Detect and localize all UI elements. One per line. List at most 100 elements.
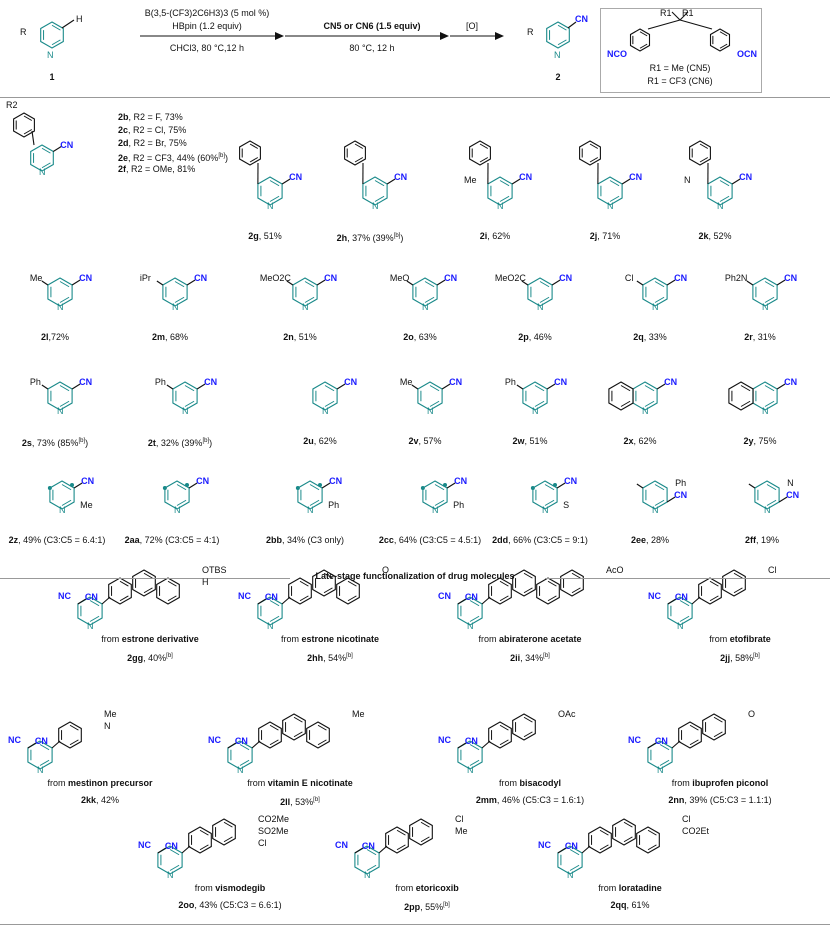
- furan-ring: [579, 140, 601, 166]
- yield-text: , 54%: [323, 653, 347, 663]
- pyridine-n: N: [532, 406, 539, 416]
- drug-cn-label: NC: [58, 591, 71, 601]
- substituent-label: iPr: [139, 273, 151, 283]
- product-label: 2: [555, 72, 561, 82]
- compound-id: 2ll: [280, 797, 291, 807]
- double-bond: [499, 595, 509, 602]
- from-text: from: [194, 883, 216, 893]
- compound-caption-2x: 2x, 62%: [623, 436, 656, 447]
- substituent-label: Me: [29, 273, 43, 283]
- cyano-label: CN: [449, 377, 463, 387]
- yield-text: , 19%: [755, 535, 780, 545]
- arrowhead: [275, 32, 284, 40]
- drug-substituent-label: Cl: [768, 565, 777, 575]
- pyridine-ring: [47, 277, 73, 307]
- double-bond: [647, 844, 657, 851]
- double-bond: [299, 595, 309, 602]
- yield-text: , 51%: [258, 231, 282, 241]
- double-bond: [534, 400, 545, 407]
- double-bond: [713, 731, 723, 738]
- cyano-label: CN: [674, 273, 688, 283]
- compound-id: 2b: [118, 112, 129, 122]
- substituent-label: Ph: [328, 500, 340, 510]
- yield-text: , 64% (C3:C5 = 4.5:1): [393, 535, 482, 545]
- yield-text: , 62%: [313, 436, 337, 446]
- compound-id: 2oo: [178, 900, 195, 910]
- cyano-bond: [557, 847, 567, 854]
- drug-ring: [108, 577, 132, 605]
- double-bond: [323, 587, 333, 594]
- double-bond: [169, 849, 180, 856]
- pyridine-ring: [47, 381, 73, 411]
- box-nco: NCO: [607, 49, 627, 59]
- double-bond: [539, 281, 550, 288]
- step1-conditions: CHCl3, 80 °C,12 h: [169, 43, 245, 53]
- double-bond: [143, 572, 153, 579]
- footnote-mark: [b]: [166, 653, 173, 659]
- cyano-label: CN: [786, 490, 800, 500]
- cyano-bond: [71, 383, 81, 390]
- bond: [61, 19, 75, 29]
- pyridine-n: N: [422, 302, 429, 312]
- double-bond: [534, 385, 545, 392]
- cyano-bond: [556, 482, 566, 489]
- compound-caption-2aa: 2aa, 72% (C3:C5 = 4:1): [125, 535, 220, 546]
- yield-text: , 34%: [520, 653, 544, 663]
- compound-id: 2f: [118, 164, 127, 174]
- compound-id: 2x: [623, 436, 634, 446]
- pyridine-n: N: [467, 621, 474, 631]
- double-bond: [539, 296, 550, 303]
- cyano-label: CN: [324, 273, 338, 283]
- yield-text-close: ): [224, 153, 228, 163]
- yield-text: , 32% (39%: [155, 438, 203, 448]
- double-bond: [499, 195, 510, 202]
- cyano-label: CN: [454, 476, 468, 486]
- bond: [516, 384, 524, 390]
- cyano-bond: [336, 383, 346, 390]
- double-bond: [689, 724, 699, 731]
- yield-text: , 40%: [143, 653, 167, 663]
- double-bond: [119, 595, 129, 602]
- compound-id: 2w: [512, 436, 525, 446]
- double-bond: [766, 499, 777, 506]
- pyridine-n: N: [717, 201, 724, 211]
- compound-id: 2e: [118, 153, 129, 163]
- double-bond: [420, 836, 430, 843]
- divider-left: [0, 578, 290, 579]
- pyridine-n: N: [87, 621, 94, 631]
- compound-caption-2j: 2j, 71%: [590, 231, 621, 242]
- double-bond: [89, 615, 100, 622]
- yield-text: , 28%: [646, 535, 670, 545]
- bond: [411, 384, 419, 390]
- footnote-mark: [b]: [346, 653, 353, 659]
- bond: [636, 483, 644, 489]
- bond: [286, 280, 294, 286]
- pyridine-n: N: [652, 302, 659, 312]
- compound-id: 2o: [403, 332, 414, 342]
- pyridine-ring: [162, 277, 188, 307]
- drug-ring: [678, 721, 702, 749]
- cyano-label: CN: [784, 273, 798, 283]
- compound-caption-2i: 2i, 62%: [480, 231, 511, 242]
- compound-id: 2t: [147, 438, 156, 448]
- double-bond: [523, 587, 533, 594]
- cyano-label: CN: [464, 736, 478, 746]
- cyano-bond: [227, 742, 237, 749]
- double-bond: [366, 864, 377, 871]
- cyano-label: CN: [234, 736, 248, 746]
- substituent-label: Ph: [504, 377, 516, 387]
- cyano-label: CN: [739, 172, 753, 182]
- drug-ring: [282, 713, 306, 741]
- cyano-label: CN: [464, 592, 478, 602]
- double-bond: [69, 739, 79, 746]
- double-bond: [479, 157, 489, 163]
- cyano-bond: [446, 482, 456, 489]
- bond: [101, 596, 111, 605]
- drug-substituent-label: O: [748, 709, 756, 719]
- yield-text: , 43% (C5:C3 = 6.6:1): [194, 900, 282, 910]
- compound-id: 2j: [589, 231, 598, 241]
- compound-id: 2i: [479, 231, 488, 241]
- bond: [691, 596, 701, 605]
- cyano-label: CN: [444, 273, 458, 283]
- cyano-bond: [354, 847, 364, 854]
